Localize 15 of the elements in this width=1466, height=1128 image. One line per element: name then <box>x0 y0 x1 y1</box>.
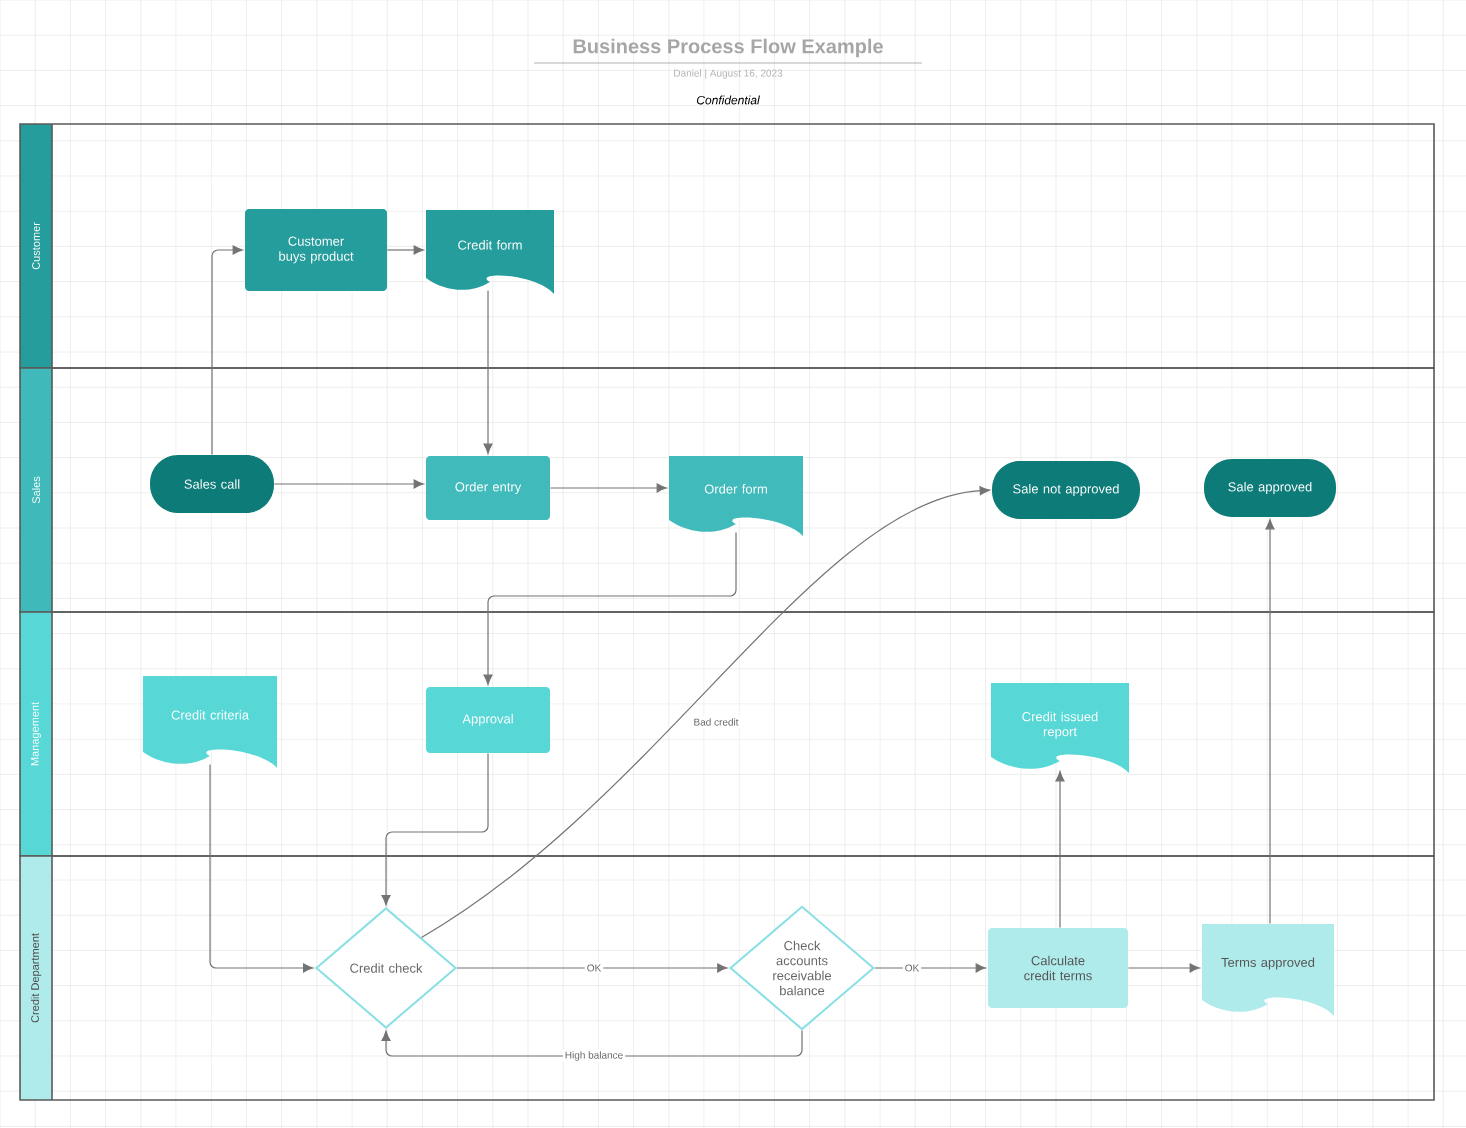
arrow <box>386 245 424 255</box>
arrow <box>483 289 493 454</box>
arrow <box>420 486 990 939</box>
title: Business Process Flow Example <box>573 38 883 58</box>
arrow <box>1055 771 1065 929</box>
arrow <box>1127 963 1200 973</box>
arrow <box>456 963 728 973</box>
arrow <box>1265 519 1275 925</box>
arrow <box>209 763 314 973</box>
arrow <box>211 245 243 456</box>
arrow <box>273 479 424 489</box>
arrow <box>549 483 667 493</box>
arrow <box>483 531 737 685</box>
arrow <box>381 752 489 906</box>
arrow <box>874 963 986 973</box>
